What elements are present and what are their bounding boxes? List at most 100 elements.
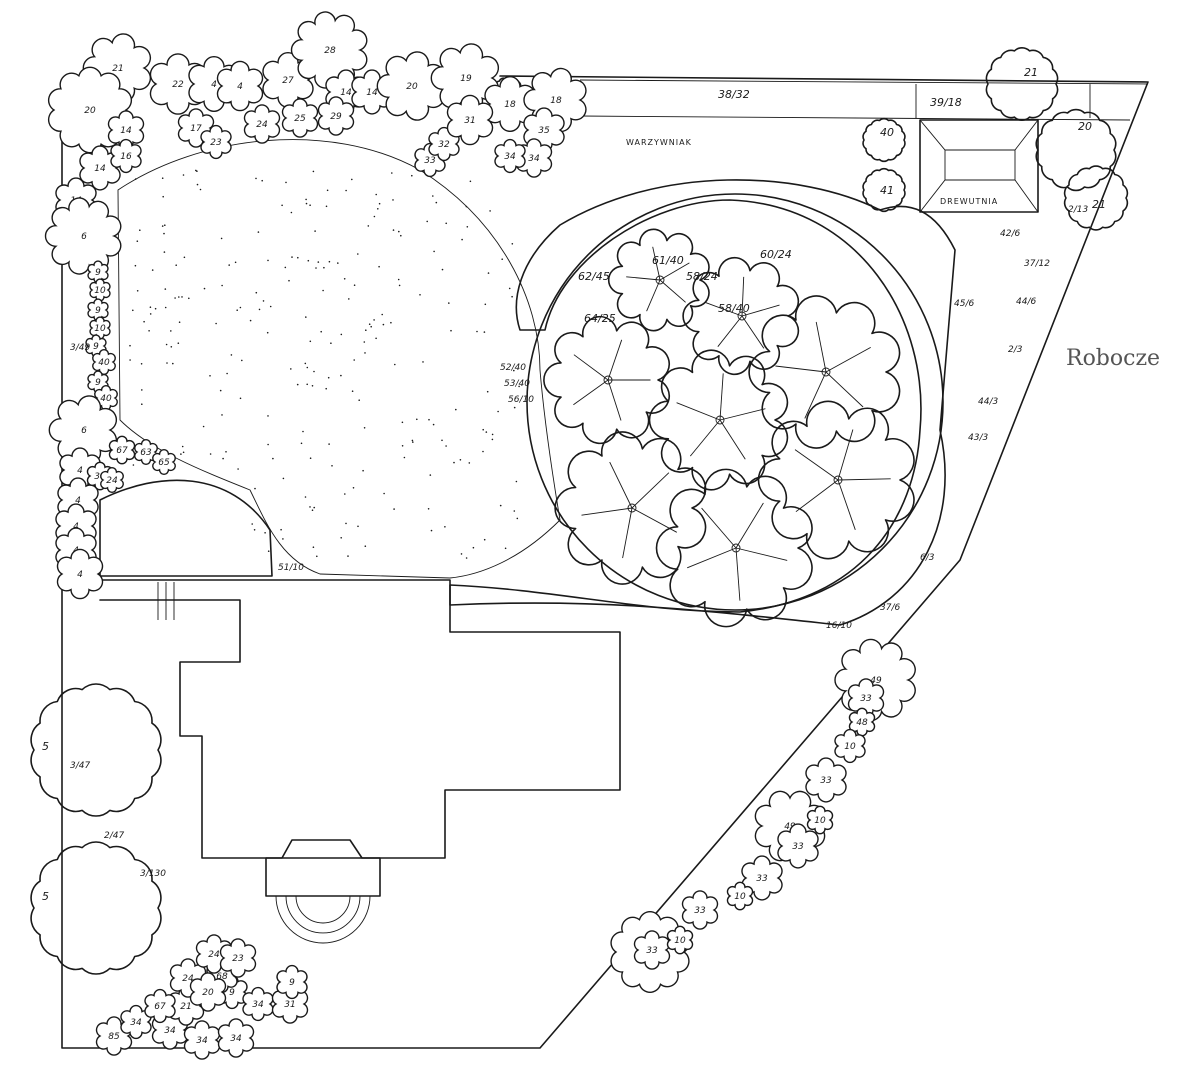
- lawn-dot-233: [134, 178, 137, 180]
- lawn-dot-116: [311, 385, 314, 387]
- perennial-0-center: [603, 375, 613, 385]
- circular-garden: [526, 193, 944, 611]
- plant-west-14-label: 67: [116, 446, 128, 456]
- plant-west-0-label: 9: [95, 268, 101, 278]
- lawn-dot-77: [141, 403, 143, 406]
- perennial-0-vein-4: [607, 339, 623, 381]
- perennial-3-vein-0: [581, 507, 633, 516]
- lawn-stipple: [129, 169, 520, 559]
- plant-north-26: 23: [200, 124, 232, 160]
- lawn-dot-196: [172, 362, 174, 365]
- lawn-dot-130: [182, 451, 185, 454]
- label-38-32: 38/32: [718, 88, 750, 101]
- lawn-dot-43: [403, 456, 406, 459]
- lawn-dot-205: [140, 363, 143, 365]
- lawn-dot-180: [151, 269, 154, 271]
- plant-east-7-label: 10: [814, 816, 826, 826]
- plant-east-3: 10: [834, 728, 866, 764]
- lawn-dot-234: [219, 389, 222, 392]
- plant-west-5-label: 40: [98, 358, 110, 368]
- label-62-45: 62/45: [578, 270, 610, 283]
- plant-east-7: 10: [806, 805, 834, 835]
- plant-west-13-label: 4: [77, 570, 83, 580]
- lawn-dot-112: [323, 266, 325, 269]
- lawn-dot-86: [328, 443, 330, 445]
- lawn-dot-237: [166, 362, 168, 364]
- lawn-dot-200: [170, 346, 173, 348]
- plant-east-1-label: 33: [860, 694, 872, 704]
- perennial-0-vein-2: [573, 379, 609, 406]
- plant-east-13: 10: [666, 925, 694, 955]
- plant-north-8: 20: [376, 51, 446, 121]
- lawn-dot-144: [373, 319, 375, 321]
- plant-east-1: 33: [847, 678, 885, 718]
- plant-east-2-label: 48: [856, 718, 868, 728]
- lawn-dot-40: [351, 178, 353, 181]
- perennial-7: [607, 228, 710, 332]
- lawn-dot-140: [351, 390, 354, 393]
- plant-south-5: 34: [217, 1018, 255, 1058]
- lawn-dot-253: [255, 291, 258, 294]
- plant-west-13: 4: [56, 548, 104, 600]
- lawn-dot-111: [163, 232, 165, 235]
- plant-north-3-label: 4: [237, 82, 243, 92]
- lawn-dot-235: [373, 215, 376, 218]
- plant-north-28-label: 25: [294, 114, 306, 124]
- perennial-1-center: [715, 415, 725, 425]
- lawn-dot-154: [455, 408, 457, 411]
- lawn-dot-258: [353, 284, 356, 287]
- perennial-2-center: [821, 367, 831, 377]
- plant-north-25-label: 17: [190, 124, 202, 134]
- plant-east-3-label: 10: [844, 742, 856, 752]
- lawn-dot-209: [435, 201, 438, 204]
- lawn-dot-105: [222, 457, 224, 460]
- plant-north-5-label: 28: [324, 46, 336, 56]
- plant-south-4: 34: [183, 1020, 221, 1060]
- lawn-dot-49: [364, 352, 366, 354]
- lawn-dot-168: [196, 170, 198, 172]
- lawn-dot-75: [162, 195, 164, 198]
- lawn-dot-185: [188, 297, 190, 300]
- shed: [919, 119, 1039, 213]
- perennial-1-vein-4: [719, 408, 766, 421]
- plant-north-10-label: 18: [504, 100, 516, 110]
- plant-south-2-label: 34: [164, 1026, 176, 1036]
- lawn-dot-9: [353, 359, 356, 361]
- lawn-dot-190: [485, 431, 488, 433]
- lawn-dot-210: [515, 480, 518, 483]
- lawn-dot-256: [267, 443, 269, 446]
- lawn-dot-48: [311, 509, 314, 512]
- lawn-dot-93: [429, 474, 432, 476]
- plant-south-13: 34: [242, 986, 274, 1022]
- perennial-2-vein-0: [804, 371, 827, 419]
- lawn-dot-198: [441, 439, 443, 442]
- plant-south-1-label: 34: [130, 1018, 142, 1028]
- lawn-dot-87: [444, 526, 446, 528]
- drewutnia-label: DREWUTNIA: [940, 197, 998, 206]
- label-56-10: 56/10: [508, 395, 534, 405]
- perennial-2-vein-3: [825, 347, 871, 373]
- plant-east-9: 10: [726, 881, 754, 911]
- lawn-dot-136: [239, 397, 242, 400]
- perennial-2-vein-4: [825, 371, 864, 408]
- lawn-dot-259: [453, 461, 455, 464]
- label-3-49: 3/49: [70, 343, 90, 353]
- lawn-dot-230: [391, 172, 393, 174]
- lawn-dot-25: [432, 423, 435, 426]
- perennial-4-vein-4: [687, 547, 737, 569]
- lawn-dot-160: [363, 427, 366, 429]
- lawn-dot-137: [181, 445, 184, 448]
- perennial-7-vein-2: [626, 276, 661, 281]
- label-16-10: 16/10: [826, 621, 852, 631]
- label-42-6: 42/6: [1000, 229, 1020, 239]
- plant-west-10-label: 4: [75, 496, 81, 506]
- lawn-dot-199: [209, 453, 212, 455]
- lawn-dot-99: [400, 234, 402, 237]
- label-53-40: 53/40: [504, 379, 530, 389]
- perennial-6: [682, 256, 800, 376]
- perennial-0-vein-3: [573, 354, 609, 381]
- plant-west-6-label: 9: [95, 378, 101, 388]
- lawn-dot-73: [236, 309, 238, 312]
- lawn-dot-113: [290, 368, 292, 370]
- label-40: 40: [880, 126, 894, 139]
